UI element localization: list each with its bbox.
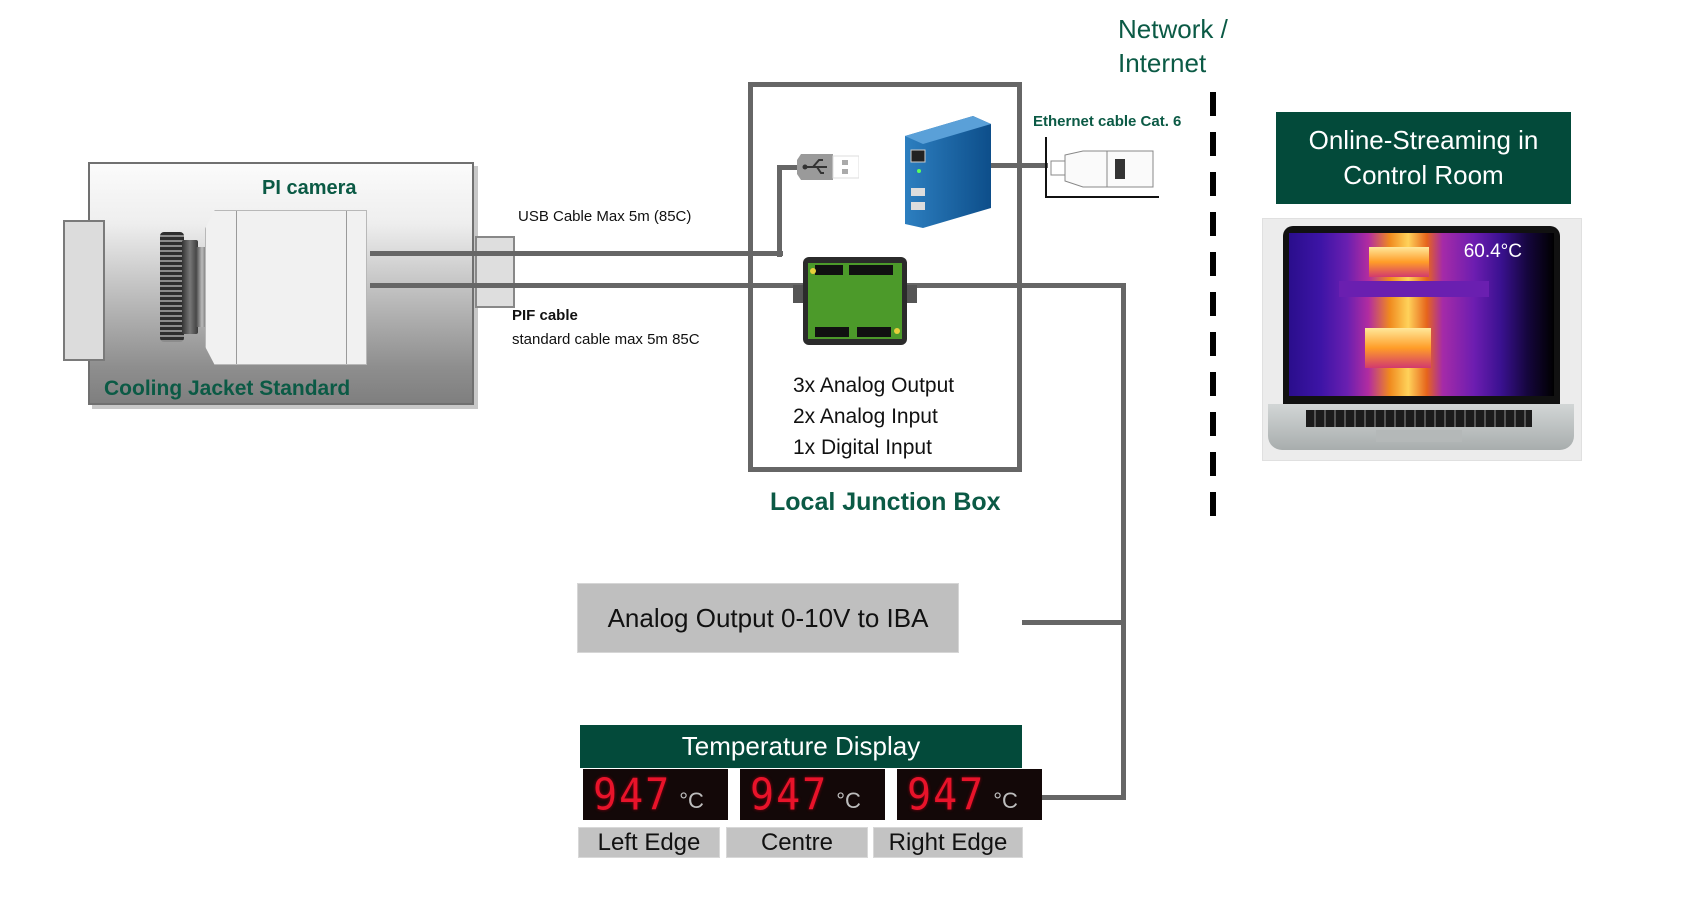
junction-box-title: Local Junction Box	[770, 488, 1001, 516]
ethernet-cable-label: Ethernet cable Cat. 6	[1033, 113, 1182, 130]
temperature-display-title-text: Temperature Display	[681, 731, 921, 761]
usb-cable-label: USB Cable Max 5m (85C)	[518, 208, 692, 225]
network-label-line2: Internet	[1118, 48, 1207, 78]
signal-trunk	[1121, 283, 1126, 798]
cabinet-rail	[1339, 281, 1489, 297]
io-spec-item: 1x Digital Input	[793, 436, 932, 459]
edge-label-centre: Centre	[726, 827, 868, 858]
junction-box	[748, 82, 1022, 472]
analog-output-box: Analog Output 0-10V to IBA	[577, 583, 959, 653]
edge-label-left: Left Edge	[578, 827, 720, 858]
network-switch-icon	[905, 116, 991, 228]
pcb-board-icon	[793, 257, 917, 345]
usb-cable	[370, 251, 783, 256]
online-streaming-box: Online-Streaming in Control Room	[1276, 112, 1571, 204]
io-spec-list: 3x Analog Output 2x Analog Input 1x Digi…	[793, 370, 954, 463]
ethernet-plug-icon	[1045, 137, 1159, 198]
jacket-label: Cooling Jacket Standard	[104, 377, 351, 400]
camera-body-icon	[205, 210, 367, 365]
network-boundary-divider	[1210, 92, 1216, 517]
pif-cable-desc: standard cable max 5m 85C	[512, 331, 700, 348]
usb-cable-riser	[777, 165, 782, 257]
led-value: 947	[907, 769, 986, 820]
analog-output-cable	[1022, 620, 1126, 625]
io-spec-item: 3x Analog Output	[793, 374, 955, 397]
led-value: 947	[750, 769, 829, 820]
lens-barrel-icon	[182, 240, 198, 334]
trackpad	[1376, 430, 1462, 442]
jacket-front-window	[63, 220, 105, 361]
led-display-centre: 947 °C	[740, 769, 885, 820]
max-temperature-readout: 60.4°C	[1463, 241, 1522, 262]
lens-ring-icon	[160, 232, 184, 342]
usb-cable-end	[777, 165, 803, 170]
hotspot	[1365, 328, 1431, 368]
pif-cable-title: PIF cable	[512, 307, 578, 324]
usb-plug-icon	[797, 154, 859, 180]
edge-label-right: Right Edge	[873, 827, 1023, 858]
temperature-display-title: Temperature Display	[580, 725, 1022, 768]
streaming-title-line2: Control Room	[1343, 160, 1504, 190]
analog-output-label: Analog Output 0-10V to IBA	[607, 602, 929, 633]
led-value: 947	[593, 769, 672, 820]
jacket-cable-port	[475, 236, 515, 308]
network-label: Network / Internet	[1118, 12, 1228, 80]
camera-title: PI camera	[262, 177, 357, 199]
led-display-left: 947 °C	[583, 769, 728, 820]
streaming-title-line1: Online-Streaming in	[1308, 125, 1539, 155]
hotspot	[1369, 247, 1429, 277]
display-cable	[1022, 795, 1126, 800]
led-unit: °C	[679, 787, 704, 813]
network-label-line1: Network /	[1118, 14, 1228, 44]
led-unit: °C	[836, 787, 861, 813]
thermal-image-screen: 60.4°C	[1289, 233, 1554, 396]
led-display-right: 947 °C	[897, 769, 1042, 820]
io-spec-item: 2x Analog Input	[793, 405, 938, 428]
led-unit: °C	[993, 787, 1018, 813]
keyboard-icon	[1306, 410, 1532, 427]
